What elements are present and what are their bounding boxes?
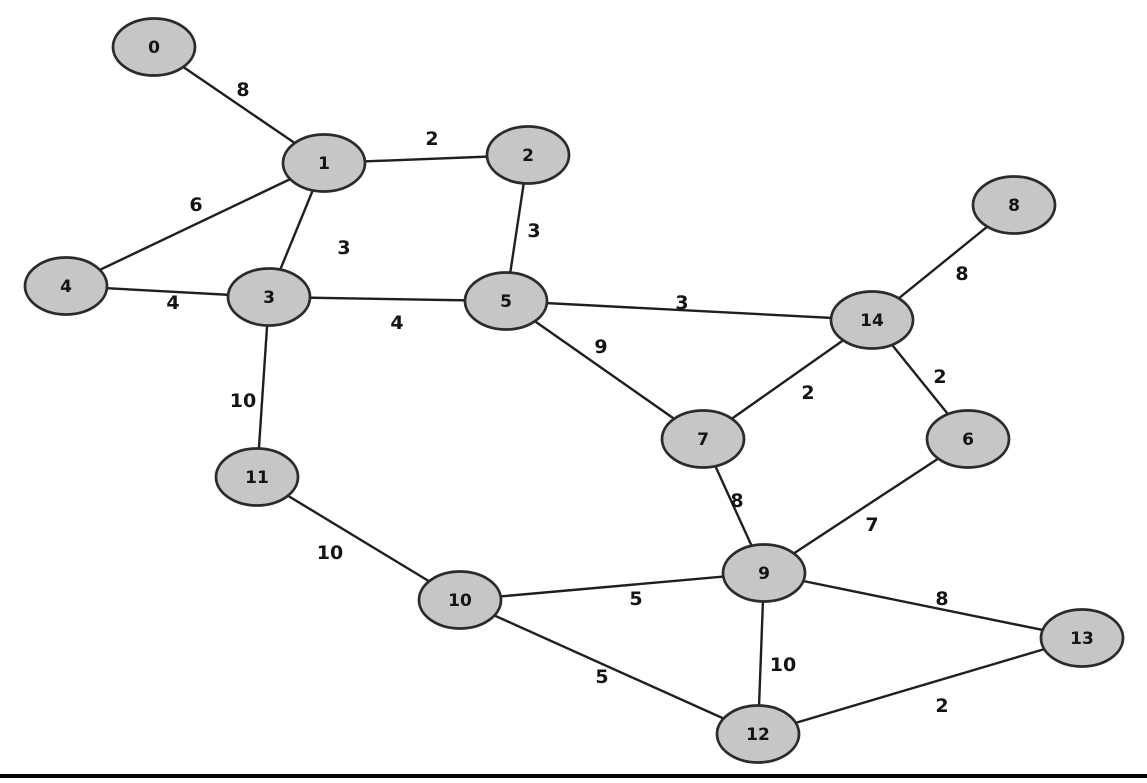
- node-7: 7: [660, 409, 746, 469]
- node-label-12: 12: [746, 725, 770, 745]
- bottom-border-line: [0, 774, 1147, 778]
- node-1: 1: [281, 133, 367, 193]
- node-14: 14: [829, 290, 915, 350]
- edge-5-7: [505, 300, 704, 440]
- node-label-2: 2: [522, 146, 534, 166]
- node-0: 0: [111, 17, 197, 77]
- edge-weight-7-9: 8: [730, 490, 743, 512]
- edge-weight-14-8: 8: [955, 263, 968, 285]
- edge-6-9: [763, 437, 969, 575]
- node-13: 13: [1039, 608, 1125, 668]
- node-11: 11: [214, 447, 300, 507]
- edge-1-4: [65, 161, 325, 288]
- node-ellipse-2: [485, 125, 571, 185]
- edge-weight-12-13: 2: [935, 695, 948, 717]
- node-ellipse-6: [925, 409, 1011, 469]
- edge-weight-2-5: 3: [527, 220, 540, 242]
- node-ellipse-4: [23, 256, 109, 316]
- node-4: 4: [23, 256, 109, 316]
- node-label-13: 13: [1070, 629, 1094, 649]
- node-6: 6: [925, 409, 1011, 469]
- node-label-4: 4: [60, 277, 72, 297]
- edge-weight-5-7: 9: [594, 336, 607, 358]
- edge-weight-9-12: 10: [770, 654, 796, 676]
- node-5: 5: [463, 271, 549, 331]
- node-label-8: 8: [1008, 196, 1020, 216]
- node-8: 8: [971, 175, 1057, 235]
- node-ellipse-13: [1039, 608, 1125, 668]
- node-label-1: 1: [318, 154, 330, 174]
- edge-10-12: [459, 598, 759, 736]
- node-10: 10: [417, 570, 503, 630]
- node-ellipse-14: [829, 290, 915, 350]
- node-ellipse-9: [721, 543, 807, 603]
- node-ellipse-10: [417, 570, 503, 630]
- node-label-6: 6: [962, 430, 974, 450]
- edge-weight-10-9: 5: [629, 588, 642, 610]
- node-2: 2: [485, 125, 571, 185]
- edge-weight-1-2: 2: [425, 128, 438, 150]
- edge-weight-3-5: 4: [390, 312, 403, 334]
- node-ellipse-12: [715, 704, 801, 764]
- node-12: 12: [715, 704, 801, 764]
- node-label-11: 11: [245, 468, 269, 488]
- edge-weight-14-7: 2: [801, 382, 814, 404]
- edge-weight-0-1: 8: [236, 79, 249, 101]
- edge-weight-10-12: 5: [595, 666, 608, 688]
- node-label-0: 0: [148, 38, 160, 58]
- edge-weight-1-4: 6: [189, 194, 202, 216]
- edge-weight-9-13: 8: [935, 588, 948, 610]
- edge-weight-3-11: 10: [230, 390, 256, 412]
- node-ellipse-0: [111, 17, 197, 77]
- edge-weight-1-3: 3: [337, 237, 350, 259]
- node-ellipse-8: [971, 175, 1057, 235]
- edge-10-9: [459, 571, 765, 602]
- edge-9-13: [763, 571, 1083, 640]
- edge-weight-11-10: 10: [317, 542, 343, 564]
- node-label-5: 5: [500, 292, 512, 312]
- node-3: 3: [226, 267, 312, 327]
- edge-weight-4-3: 4: [166, 292, 179, 314]
- edge-weight-5-14: 3: [675, 292, 688, 314]
- node-label-10: 10: [448, 591, 472, 611]
- node-label-9: 9: [758, 564, 770, 584]
- node-ellipse-11: [214, 447, 300, 507]
- node-label-14: 14: [860, 311, 884, 331]
- node-label-3: 3: [263, 288, 275, 308]
- edge-weight-6-9: 7: [865, 514, 878, 536]
- node-ellipse-1: [281, 133, 367, 193]
- node-ellipse-5: [463, 271, 549, 331]
- edge-3-11: [255, 296, 271, 478]
- edge-12-13: [757, 636, 1083, 736]
- node-9: 9: [721, 543, 807, 603]
- edge-weight-14-6: 2: [933, 366, 946, 388]
- edge-11-10: [256, 475, 461, 602]
- edge-5-14: [505, 299, 873, 322]
- node-ellipse-3: [226, 267, 312, 327]
- node-label-7: 7: [697, 430, 709, 450]
- node-ellipse-7: [660, 409, 746, 469]
